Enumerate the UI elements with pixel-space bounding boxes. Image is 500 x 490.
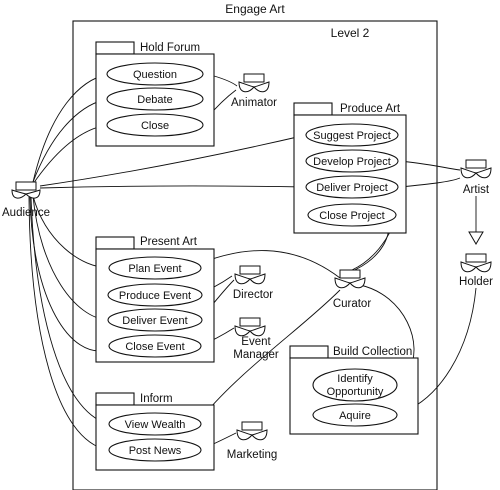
- actor-icon: [234, 265, 266, 285]
- use-case-label: Produce Event: [119, 290, 191, 302]
- use-case-close-project: Close Project: [307, 203, 397, 227]
- actor-label: Curator: [333, 298, 372, 310]
- assoc-audience-post-news: [28, 196, 109, 451]
- actor-label: Holder: [459, 276, 493, 288]
- actor-icon: [236, 421, 268, 441]
- package-label: Present Art: [140, 236, 198, 248]
- use-case-post-news: Post News: [108, 438, 202, 462]
- use-case-suggest-project: Suggest Project: [305, 123, 399, 147]
- use-case-label: Question: [133, 69, 177, 81]
- package-tab: [95, 392, 135, 406]
- use-case-develop-project: Develop Project: [305, 149, 399, 173]
- actor-icon: [11, 181, 41, 199]
- use-case-label: Close Project: [319, 210, 384, 222]
- actor-artist: Artist: [460, 159, 492, 196]
- package-label: Hold Forum: [140, 42, 200, 54]
- use-case-label: Aquire: [339, 410, 371, 422]
- actor-icon: [460, 253, 492, 273]
- assoc-curator-view-wealth: [197, 289, 341, 423]
- diagram-title: Engage Art: [225, 2, 285, 16]
- actor-label: Manager: [233, 349, 279, 361]
- system-level-label: Level 2: [331, 26, 370, 40]
- assoc-audience-deliver-project: [39, 185, 307, 189]
- use-case-view-wealth: View Wealth: [108, 412, 202, 436]
- use-case-produce-event: Produce Event: [107, 283, 203, 307]
- package-tab: [95, 41, 135, 55]
- use-case-debate: Debate: [106, 87, 204, 111]
- assoc-audience-view-wealth: [30, 196, 109, 425]
- use-case-label: Deliver Project: [316, 182, 388, 194]
- actor-icon: [334, 269, 366, 289]
- actor-holder: Holder: [459, 253, 493, 288]
- use-case-label: View Wealth: [125, 419, 186, 431]
- actor-label: Event: [241, 336, 271, 348]
- actor-label: Director: [233, 289, 273, 301]
- use-case-label: Develop Project: [313, 156, 391, 168]
- use-case-deliver-event: Deliver Event: [107, 308, 203, 332]
- use-case-deliver-project: Deliver Project: [305, 175, 399, 199]
- use-case-label: Plan Event: [128, 263, 181, 275]
- use-case-label: Close Event: [125, 341, 184, 353]
- use-case-label: Opportunity: [327, 386, 384, 398]
- actor-label: Artist: [463, 184, 490, 196]
- assoc-artist-deliver: [399, 177, 461, 188]
- actor-label: Animator: [231, 97, 277, 109]
- use-case-label: Deliver Event: [122, 315, 187, 327]
- actor-label: Marketing: [227, 449, 278, 461]
- use-case-identify-opportunity: Identify Opportunity: [312, 368, 398, 402]
- use-case-label: Post News: [129, 445, 182, 457]
- actor-director: Director: [233, 265, 273, 301]
- actor-label: Audience: [2, 207, 50, 219]
- actors: Audience Animator Artist Holder: [2, 73, 493, 461]
- actor-curator: Curator: [333, 269, 372, 310]
- actor-animator: Animator: [231, 73, 277, 109]
- use-case-label: Debate: [137, 94, 172, 106]
- actor-icon: [234, 317, 266, 337]
- use-case-close: Close: [106, 113, 204, 137]
- package-tab: [95, 236, 135, 250]
- use-case-plan-event: Plan Event: [108, 256, 202, 280]
- package-label: Build Collection: [333, 346, 412, 358]
- use-cases: Question Debate Close Suggest Project De…: [106, 62, 399, 462]
- actor-icon: [460, 159, 492, 179]
- use-case-label: Close: [141, 120, 169, 132]
- use-case-label: Identify: [337, 373, 373, 385]
- use-case-label: Suggest Project: [313, 130, 391, 142]
- assoc-audience-suggest: [39, 134, 307, 187]
- package-label: Produce Art: [340, 103, 401, 115]
- use-case-aquire: Aquire: [312, 403, 398, 427]
- use-case-question: Question: [106, 62, 204, 86]
- actor-audience: Audience: [2, 181, 50, 219]
- actor-event-manager: Event Manager: [233, 317, 279, 361]
- package-label: Inform: [140, 393, 173, 405]
- assoc-audience-extra: [29, 196, 109, 352]
- generalization-arrowhead: [468, 231, 484, 245]
- package-tab: [293, 102, 333, 116]
- assoc-curator-produce-event: [200, 250, 341, 279]
- actor-icon: [238, 73, 270, 93]
- actor-marketing: Marketing: [227, 421, 278, 461]
- use-case-close-event: Close Event: [108, 334, 202, 358]
- package-tab: [289, 345, 329, 359]
